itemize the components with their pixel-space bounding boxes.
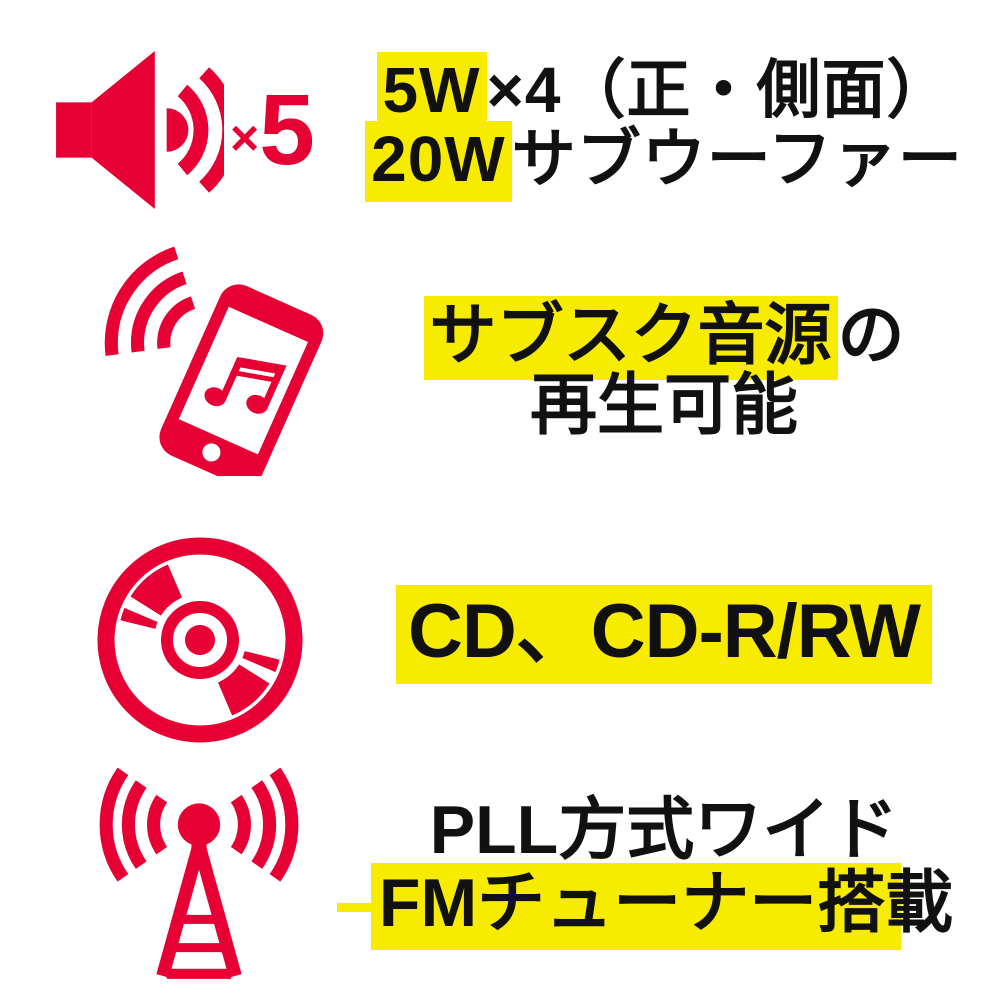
speaker-volume-icon: [56, 51, 224, 209]
cd-icon-group: [90, 530, 310, 750]
feature-text-fm-tuner: PLL方式ワイド FMチューナー搭載: [330, 792, 998, 950]
highlighted-text: 20W: [365, 121, 512, 203]
smartphone-music-icon: [104, 244, 324, 476]
speaker-count: 5: [259, 74, 315, 186]
feature-line: PLL方式ワイド: [429, 792, 899, 868]
feature-line: 5W×4（正・側面）: [330, 52, 998, 133]
plain-text: の: [837, 298, 905, 373]
feature-line: サブスク音源の: [330, 296, 998, 380]
feature-text-streaming: サブスク音源の 再生可能: [330, 296, 998, 444]
highlighted-text: 5W: [376, 52, 487, 133]
speaker-count-badge: × 5: [230, 74, 315, 186]
plain-text: サブウーファー: [511, 123, 963, 196]
multiply-sign: ×: [230, 110, 260, 166]
radio-antenna-icon: [99, 768, 299, 979]
smartphone-icon-group: [75, 244, 327, 476]
highlighted-text: サブスク音源: [423, 296, 838, 380]
highlighted-text: FMチューナー搭載: [370, 862, 958, 950]
plain-text: ×4（正・側面）: [486, 54, 952, 126]
antenna-icon-group: [78, 768, 320, 980]
feature-text-cd: CD、CD-R/RW: [330, 585, 998, 684]
cd-disc-icon: [97, 537, 303, 743]
feature-line: FMチューナー搭載: [330, 862, 998, 950]
feature-text-speakers: 5W×4（正・側面） 20Wサブウーファー: [330, 52, 998, 203]
feature-line: CD、CD-R/RW: [330, 585, 998, 684]
highlighted-text: CD、CD-R/RW: [395, 585, 933, 684]
feature-line: 20Wサブウーファー: [330, 121, 998, 203]
speaker-icon-group: × 5: [56, 50, 315, 210]
feature-line: 再生可能: [530, 368, 798, 444]
